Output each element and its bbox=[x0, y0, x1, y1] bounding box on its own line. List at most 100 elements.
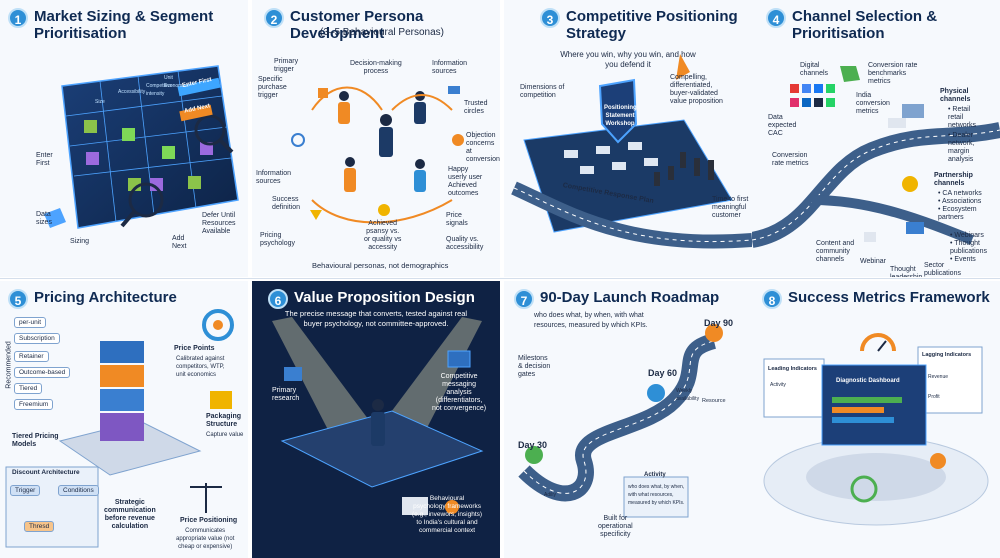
row-divider bbox=[0, 278, 1000, 279]
label: Packaging Structure bbox=[206, 413, 242, 428]
step-badge: 5 bbox=[8, 289, 28, 309]
magnifier-icon bbox=[128, 182, 164, 218]
label: Specific purchase trigger bbox=[258, 76, 287, 99]
segment-cube bbox=[84, 120, 97, 133]
label: Data expected CAC bbox=[768, 114, 797, 137]
label: Communicates appropriate value (not chea… bbox=[176, 528, 235, 550]
pricing-model: Tiered bbox=[14, 383, 43, 394]
enter-first-tag bbox=[177, 77, 221, 97]
pricing-model: Retainer bbox=[14, 351, 49, 362]
panel-title: 5 Pricing Architecture bbox=[8, 289, 242, 309]
shield-icon bbox=[598, 78, 638, 144]
grid-header: Unit Economics bbox=[164, 75, 189, 89]
label: Sector publications bbox=[924, 262, 961, 277]
label: Price signals bbox=[446, 212, 468, 227]
rocket-icon bbox=[676, 54, 690, 80]
diagnostic-dashboard-screen bbox=[821, 364, 927, 446]
chess-pieces bbox=[654, 152, 714, 186]
label: Happy userly user Achieved outcomes bbox=[448, 166, 483, 197]
label: Thought leadership bbox=[890, 266, 922, 277]
speedometer-icon bbox=[850, 475, 878, 503]
spotlight-illustration bbox=[272, 317, 484, 515]
grid-header: Accessibility bbox=[118, 89, 146, 95]
pricing-model: Freemium bbox=[14, 399, 54, 410]
social-icons bbox=[790, 84, 835, 107]
day-90-label: Day 90 bbox=[704, 318, 734, 328]
data-sizes-label: Data sizes bbox=[36, 211, 52, 226]
panel-subtitle: Where you win, why you win, and how you … bbox=[560, 50, 696, 69]
label: Diagnostic Dashboard bbox=[836, 378, 900, 384]
panel-title-text: Value Proposition Design bbox=[294, 289, 475, 306]
pricing-block bbox=[100, 413, 144, 441]
panel-pricing-architecture: 5 Pricing Architecture per-unit Subscrip… bbox=[0, 281, 248, 558]
label: Partnership channels bbox=[934, 172, 973, 187]
label: Physical channels bbox=[940, 88, 971, 103]
pricing-model: per-unit bbox=[14, 317, 47, 328]
panel-subtitle: who does what, by when, with what resour… bbox=[534, 312, 648, 329]
label: Competitive messaging analysis (differen… bbox=[432, 373, 487, 412]
step-badge: 8 bbox=[762, 289, 782, 309]
webinar-screen-icon bbox=[906, 222, 924, 234]
activity-card bbox=[623, 476, 689, 518]
panel-title: 7 90-Day Launch Roadmap bbox=[514, 289, 746, 309]
chart-screen-icon bbox=[447, 350, 471, 368]
document-icon bbox=[402, 497, 428, 515]
label: Content and community channels bbox=[816, 240, 855, 263]
label: Resource bbox=[702, 398, 726, 404]
panel-channel-selection: 4 Channel Selection & Prioritisation Dig… bbox=[752, 0, 1000, 277]
pricing-block bbox=[100, 341, 144, 363]
add-next-tag bbox=[179, 104, 213, 122]
label: Milestons & decision gates bbox=[518, 355, 551, 378]
panel-title-text: Customer Persona Development bbox=[290, 8, 424, 42]
label: Achieved psansy vs. or quality vs access… bbox=[364, 220, 402, 251]
label: Pricing psychology bbox=[260, 232, 296, 247]
conditions-chip: Conditions bbox=[58, 485, 99, 496]
threshold-chip: Thresd bbox=[24, 521, 55, 532]
label: Capture value bbox=[206, 432, 244, 438]
book-icon bbox=[864, 232, 876, 242]
label: Tiered Pricing Models bbox=[12, 433, 59, 448]
panel-competitive-positioning: 3 Competitive Positioning Strategy Where… bbox=[504, 0, 752, 277]
panel-title-text: Success Metrics Framework bbox=[788, 289, 990, 306]
india-map-icon bbox=[840, 66, 860, 82]
label: Lagging Indicators bbox=[922, 352, 972, 358]
chessboard-illustration bbox=[511, 54, 752, 249]
label: Conversion rate benchmarks metrics bbox=[868, 62, 918, 85]
label: India conversion metrics bbox=[856, 92, 890, 115]
pricing-stack-illustration bbox=[5, 309, 234, 548]
panel-title: 1 Market Sizing & Segment Prioritisation bbox=[8, 8, 242, 42]
panel-title-text: Pricing Architecture bbox=[34, 289, 177, 306]
label: Built for operational specificity bbox=[598, 515, 633, 538]
person-icon bbox=[344, 157, 356, 192]
leading-indicators-card bbox=[763, 358, 825, 418]
panel-launch-roadmap: 7 90-Day Launch Roadmap who does what, b… bbox=[504, 281, 752, 558]
label: Strategic communication before revenue c… bbox=[104, 499, 156, 530]
activity-label: Activity bbox=[644, 472, 666, 478]
label: Conversion rate metrics bbox=[772, 152, 809, 167]
coin-icon bbox=[378, 204, 390, 216]
pricing-model: Subscription bbox=[14, 333, 60, 344]
lagging-indicators-card bbox=[917, 346, 983, 414]
label: • CA networks • Associations • Ecosystem… bbox=[938, 190, 982, 221]
pricing-block bbox=[100, 365, 144, 387]
label: Dimensions of competition bbox=[520, 84, 565, 99]
stage-platform bbox=[280, 410, 484, 488]
data-cube-icon bbox=[44, 208, 66, 228]
panel-title-text: Channel Selection & Prioritisation bbox=[792, 8, 938, 42]
panel-subtitle: (3–5 Behavioural Personas) bbox=[320, 27, 444, 38]
panel-subtitle: The precise message that converts, teste… bbox=[284, 309, 468, 328]
panel-title: 3 Competitive Positioning Strategy bbox=[540, 8, 746, 42]
panel-title: 4 Channel Selection & Prioritisation bbox=[766, 8, 994, 42]
step-badge: 2 bbox=[264, 8, 284, 28]
label: Weekly availability bbox=[676, 388, 700, 402]
label: Discount Architecture bbox=[12, 469, 80, 476]
milestone-pin-icon bbox=[525, 446, 543, 464]
label: Information sources bbox=[432, 60, 468, 75]
person-icon bbox=[338, 91, 350, 124]
segment-grid-illustration bbox=[44, 65, 239, 229]
panel-success-metrics: 8 Success Metrics Framework Leading Indi… bbox=[752, 281, 1000, 558]
magnifier-icon bbox=[194, 114, 226, 146]
panel-title-text: 90-Day Launch Roadmap bbox=[540, 289, 720, 306]
label: Information sources bbox=[256, 170, 292, 185]
defer-label: Defer Until Resources Available bbox=[202, 212, 236, 235]
